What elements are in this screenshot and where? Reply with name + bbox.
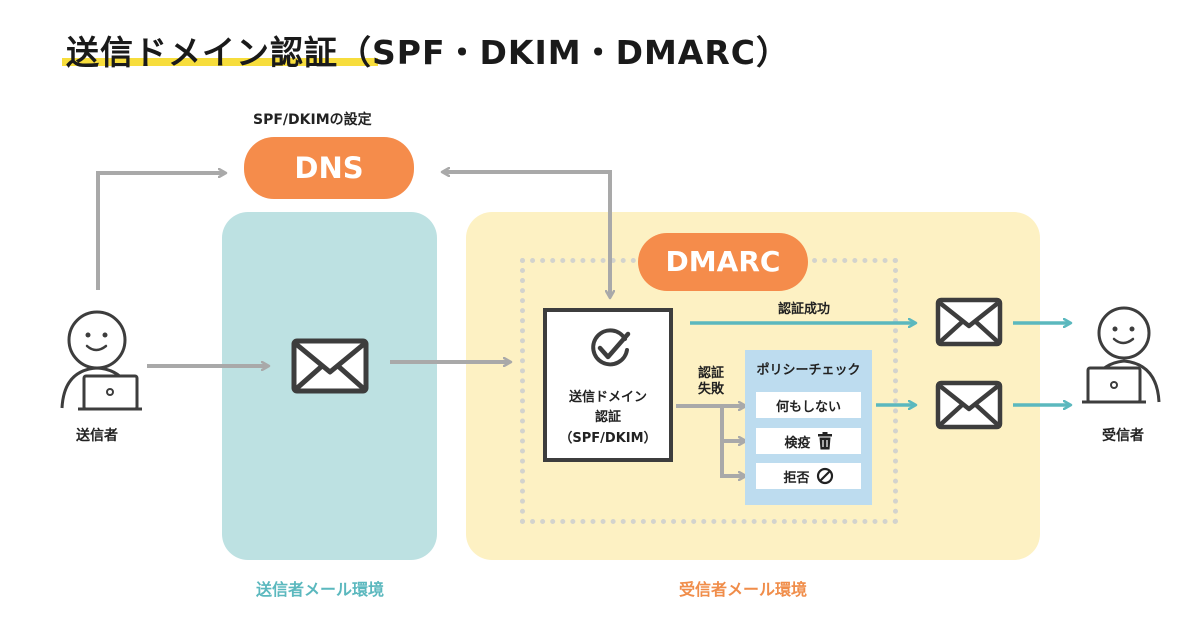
policy-item-quarantine: 検疫 xyxy=(756,428,861,454)
arrow-dns-auth xyxy=(443,172,612,296)
policy-item-reject: 拒否 xyxy=(756,463,861,489)
auth-fail-label-1: 認証 xyxy=(698,366,725,381)
receiver-environment-label: 受信者メール環境 xyxy=(679,580,808,599)
auth-fail-label-2: 失敗 xyxy=(698,382,725,397)
check-circle-icon xyxy=(591,328,631,367)
dns-caption: SPF/DKIMの設定 xyxy=(253,112,372,128)
policy-item-label: 拒否 xyxy=(783,470,810,486)
auth-box-line3: （SPF/DKIM） xyxy=(559,431,657,446)
policy-title: ポリシーチェック xyxy=(756,363,861,378)
receiver-label: 受信者 xyxy=(1102,428,1144,444)
domain-auth-box: 送信ドメイン 認証 （SPF/DKIM） xyxy=(543,308,673,462)
receiver-person-icon xyxy=(1082,306,1161,404)
page-title: 送信ドメイン認証（SPF・DKIM・DMARC） xyxy=(66,33,790,72)
sender-environment-label: 送信者メール環境 xyxy=(256,580,385,599)
sender-label: 送信者 xyxy=(76,428,118,444)
sender-person-icon xyxy=(60,310,142,411)
policy-item-none: 何もしない xyxy=(756,392,861,418)
trash-icon xyxy=(817,432,832,450)
auth-box-line2: 認証 xyxy=(594,410,621,425)
auth-success-label: 認証成功 xyxy=(778,302,831,317)
policy-item-label: 検疫 xyxy=(784,435,811,451)
arrow-sender-to-dns xyxy=(96,173,225,290)
dmarc-node: DMARC xyxy=(638,233,808,291)
mail-envelope-icon xyxy=(935,297,1003,347)
title-highlight xyxy=(62,58,378,66)
policy-check-box: ポリシーチェック 何もしない 検疫 拒否 xyxy=(745,350,872,505)
dns-node: DNS xyxy=(244,137,414,199)
mail-envelope-icon xyxy=(935,380,1003,430)
auth-box-line1: 送信ドメイン xyxy=(568,390,647,405)
policy-item-label: 何もしない xyxy=(775,399,841,415)
mail-envelope-icon xyxy=(291,338,369,394)
prohibited-icon xyxy=(816,467,833,485)
